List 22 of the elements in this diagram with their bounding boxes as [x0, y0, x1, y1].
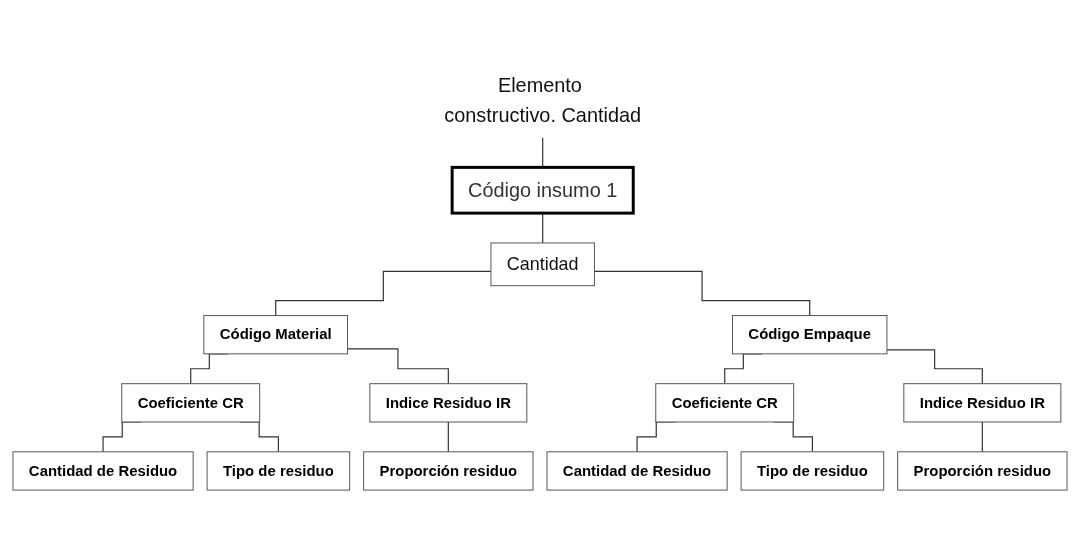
- node-box: Código insumo 1: [450, 166, 635, 216]
- node-box: Código Material: [203, 315, 349, 355]
- node-box: Tipo de residuo: [740, 451, 885, 492]
- node-box: Indice Residuo IR: [369, 383, 528, 423]
- connector: [275, 271, 492, 317]
- node-box: Cantidad de Residuo: [12, 451, 194, 492]
- node-text: Elemento constructivo. Cantidad: [444, 74, 642, 127]
- node-box: Coeficiente CR: [655, 383, 795, 423]
- node-box: Tipo de residuo: [206, 451, 351, 492]
- node-box: Cantidad: [490, 242, 595, 287]
- connector: [981, 421, 983, 453]
- node-box: Coeficiente CR: [121, 383, 261, 423]
- node-box: Proporción residuo: [363, 451, 534, 492]
- connector: [886, 349, 983, 385]
- node-box: Indice Residuo IR: [903, 383, 1062, 423]
- connector: [447, 421, 449, 453]
- node-box: Proporción residuo: [897, 451, 1068, 492]
- connector: [593, 271, 811, 317]
- node-box: Cantidad de Residuo: [546, 451, 728, 492]
- connector: [346, 348, 449, 385]
- node-box: Código Empaque: [731, 315, 888, 355]
- connector: [542, 213, 544, 244]
